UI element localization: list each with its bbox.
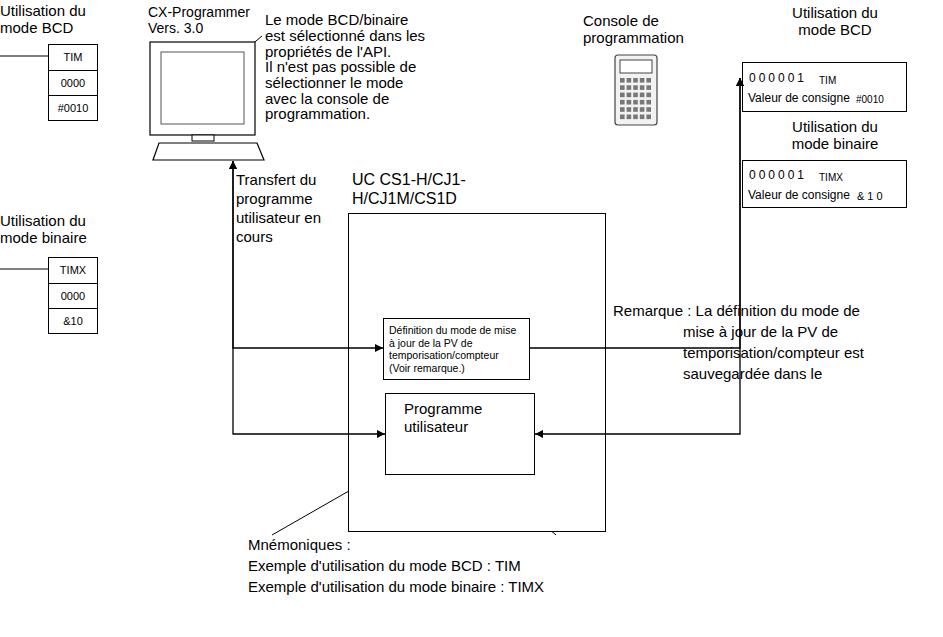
display-text: TIM	[819, 74, 836, 88]
console-key	[620, 78, 625, 83]
display-text: &10	[857, 189, 886, 203]
transfer-arrow	[233, 161, 385, 434]
transfer-arrow	[530, 78, 740, 348]
ladder-node: Utilisation du mode BCD TIM0000#0010	[0, 2, 112, 121]
display-node: Utilisation du mode binaire 000001 TIMX Val…	[742, 118, 907, 208]
instruction-operand: 0000	[49, 70, 97, 95]
console-key	[640, 107, 645, 112]
instruction-block: TIM0000#0010	[48, 44, 98, 121]
console-key	[620, 100, 625, 105]
console-key	[640, 115, 645, 120]
keyboard	[153, 143, 264, 160]
console-key	[640, 93, 645, 98]
annotation-text: Remarque : La définition du mode de mise…	[613, 300, 878, 384]
mode-heading: Utilisation du mode binaire	[0, 212, 110, 246]
display-text: Valeur de consigne	[748, 91, 850, 105]
display-node: Utilisation du mode BCD 000001 TIM Valeur d…	[742, 4, 907, 112]
display-text: 000001	[749, 71, 807, 85]
display-text: TIMX	[819, 171, 843, 185]
console-key	[627, 78, 632, 83]
console-key	[646, 100, 651, 105]
device-name: Console de programmation	[583, 12, 693, 46]
console-key	[646, 93, 651, 98]
console-key	[627, 100, 632, 105]
transfer-arrow	[233, 161, 383, 348]
box-text: Définition du mode de mise à jour de la …	[384, 319, 529, 377]
display-text: Valeur de consigne	[748, 188, 850, 202]
instruction-operand: TIMX	[49, 258, 97, 283]
console-node: Console de programmation	[583, 10, 740, 128]
console-key	[633, 115, 638, 120]
box-text: Programme utilisateur	[386, 394, 534, 442]
annotation-text: Le mode BCD/binaire est sélectionné dans…	[265, 12, 428, 59]
console-display: 000001 TIMX Valeur de consigne&10	[742, 160, 907, 208]
plain-node: Programme utilisateur	[385, 393, 535, 475]
console-key	[627, 85, 632, 90]
console-key	[633, 107, 638, 112]
annotation-text: Exemple d'utilisation du mode BCD : TIM	[248, 557, 668, 575]
ladder-node: Utilisation du mode binaireTIMX0000&10	[0, 212, 112, 333]
console-screen	[620, 60, 652, 73]
cpu-name: UC CS1-H/CJ1-H/CJ1M/CS1D	[352, 170, 492, 208]
instruction-operand: &10	[49, 308, 97, 333]
annotation-text: Exemple d'utilisation du mode binaire : …	[248, 578, 668, 596]
console-display: 000001 TIM Valeur de consigne #0010	[742, 62, 907, 112]
monitor-frame	[150, 42, 255, 135]
uc-node: UC CS1-H/CJ1-H/CJ1M/CS1D Définition du mo…	[348, 170, 606, 532]
mode-heading: Utilisation du mode binaire	[780, 118, 890, 152]
annotation-text: Il n'est pas possible de sélectionner le…	[265, 59, 428, 122]
pc-node: CX-Programmer Vers. 3.0	[145, 4, 265, 161]
mode-heading: Utilisation du mode BCD	[780, 4, 890, 38]
plain-node: Définition du mode de mise à jour de la …	[383, 318, 530, 380]
console-key	[633, 78, 638, 83]
annotation-text: Transfert du programme utilisateur en co…	[236, 170, 341, 246]
console-key	[633, 85, 638, 90]
console-key	[646, 85, 651, 90]
console-key	[640, 78, 645, 83]
console-key	[620, 93, 625, 98]
ladder-rung	[0, 268, 48, 269]
transfer-arrow	[535, 78, 740, 434]
ladder-rung	[0, 55, 48, 56]
annotation-text: Mnémoniques :	[248, 536, 668, 554]
instruction-operand: 0000	[49, 283, 97, 308]
instruction-operand: #0010	[49, 95, 97, 120]
console-key	[646, 78, 651, 83]
console-key	[627, 93, 632, 98]
mode-heading: Utilisation du mode BCD	[0, 2, 110, 36]
console-key	[620, 115, 625, 120]
console-key	[640, 85, 645, 90]
console-key	[646, 115, 651, 120]
console-key	[633, 100, 638, 105]
instruction-block: TIMX0000&10	[48, 257, 98, 334]
console-key	[627, 115, 632, 120]
software-name: CX-Programmer Vers. 3.0	[148, 4, 263, 36]
console-body	[615, 55, 657, 125]
console-key	[627, 107, 632, 112]
console-key	[620, 107, 625, 112]
instruction-operand: TIM	[49, 45, 97, 70]
console-key	[633, 93, 638, 98]
display-text: #0010	[856, 93, 884, 107]
display-text: 000001	[749, 168, 807, 182]
console-key	[640, 100, 645, 105]
monitor-screen	[161, 52, 244, 124]
console-key	[620, 85, 625, 90]
monitor-stand	[192, 135, 214, 141]
console-key	[646, 107, 651, 112]
